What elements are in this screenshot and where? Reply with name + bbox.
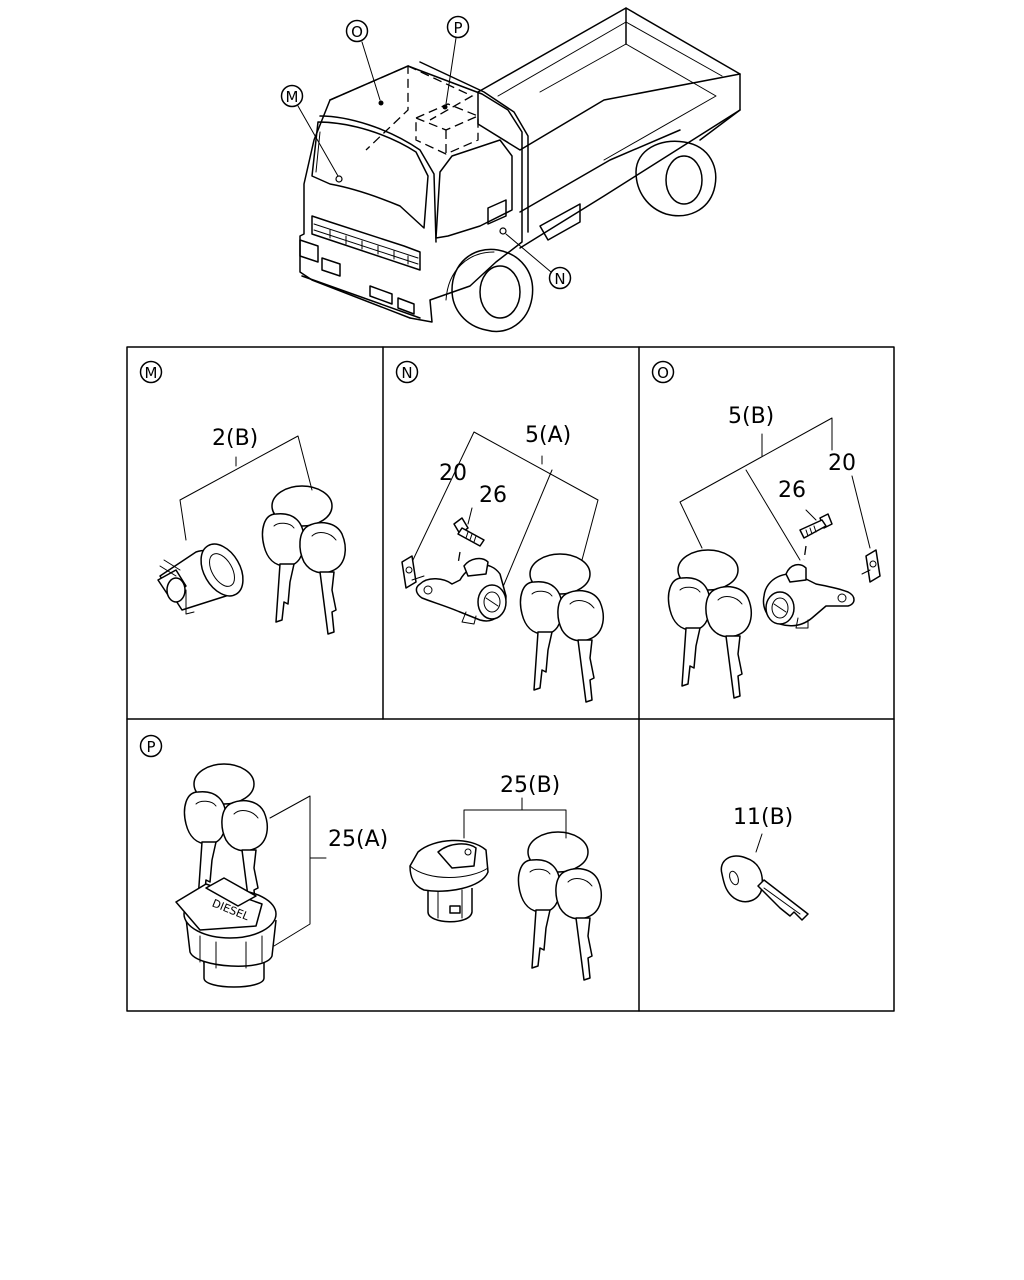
- panel-p-callout: P: [146, 738, 155, 756]
- callout-p-label: P: [453, 19, 462, 37]
- panel-m-callout: M: [145, 364, 158, 382]
- callout-n: N: [499, 227, 572, 290]
- panel-n: N 5(A) 20 26: [395, 360, 604, 703]
- part-label-20-n: 20: [439, 461, 467, 486]
- ignition-lock-cylinder: [157, 543, 244, 615]
- part-label-25b: 25(B): [500, 773, 560, 798]
- callout-o-label: O: [351, 23, 363, 41]
- retainer-clip-o: [861, 549, 881, 583]
- key-set-m: [263, 486, 346, 634]
- panel-m: M 2(B): [139, 360, 346, 635]
- panel-n-callout: N: [401, 364, 412, 382]
- part-label-2b: 2(B): [212, 426, 258, 451]
- panel-p: P 25(A) 25(B) DIESEL: [139, 734, 602, 988]
- part-label-20-o: 20: [828, 451, 856, 476]
- callout-n-label: N: [554, 270, 565, 288]
- panel-o-callout: O: [657, 364, 669, 382]
- panel-spare-key: 11(B): [720, 805, 809, 921]
- key-set-p-b: [519, 832, 602, 980]
- fuel-cap-25a: DIESEL: [175, 877, 277, 988]
- part-label-26-o: 26: [778, 478, 806, 503]
- part-label-26-n: 26: [479, 483, 507, 508]
- callout-m: M: [280, 84, 343, 183]
- truck-illustration: [299, 7, 741, 333]
- panel-o: O 5(B) 20 26: [651, 360, 881, 699]
- part-label-11b: 11(B): [733, 805, 793, 830]
- key-set-n: [521, 554, 604, 702]
- part-label-5b: 5(B): [728, 404, 774, 429]
- callout-p: P: [442, 15, 470, 110]
- part-label-5a: 5(A): [525, 423, 571, 448]
- callout-o: O: [345, 19, 384, 106]
- bolt-26-o: [799, 513, 833, 539]
- blank-key-11b: [720, 855, 809, 921]
- door-lock-cylinder-o: [762, 545, 855, 629]
- part-label-25a: 25(A): [328, 827, 388, 852]
- fuel-cap-25b: [409, 839, 489, 923]
- key-set-o: [669, 550, 752, 698]
- retainer-clip-n: [401, 555, 425, 589]
- callout-m-label: M: [286, 88, 299, 106]
- bolt-26-n: [453, 517, 485, 547]
- panel-grid: [126, 346, 895, 1012]
- door-lock-cylinder-n: [415, 551, 507, 625]
